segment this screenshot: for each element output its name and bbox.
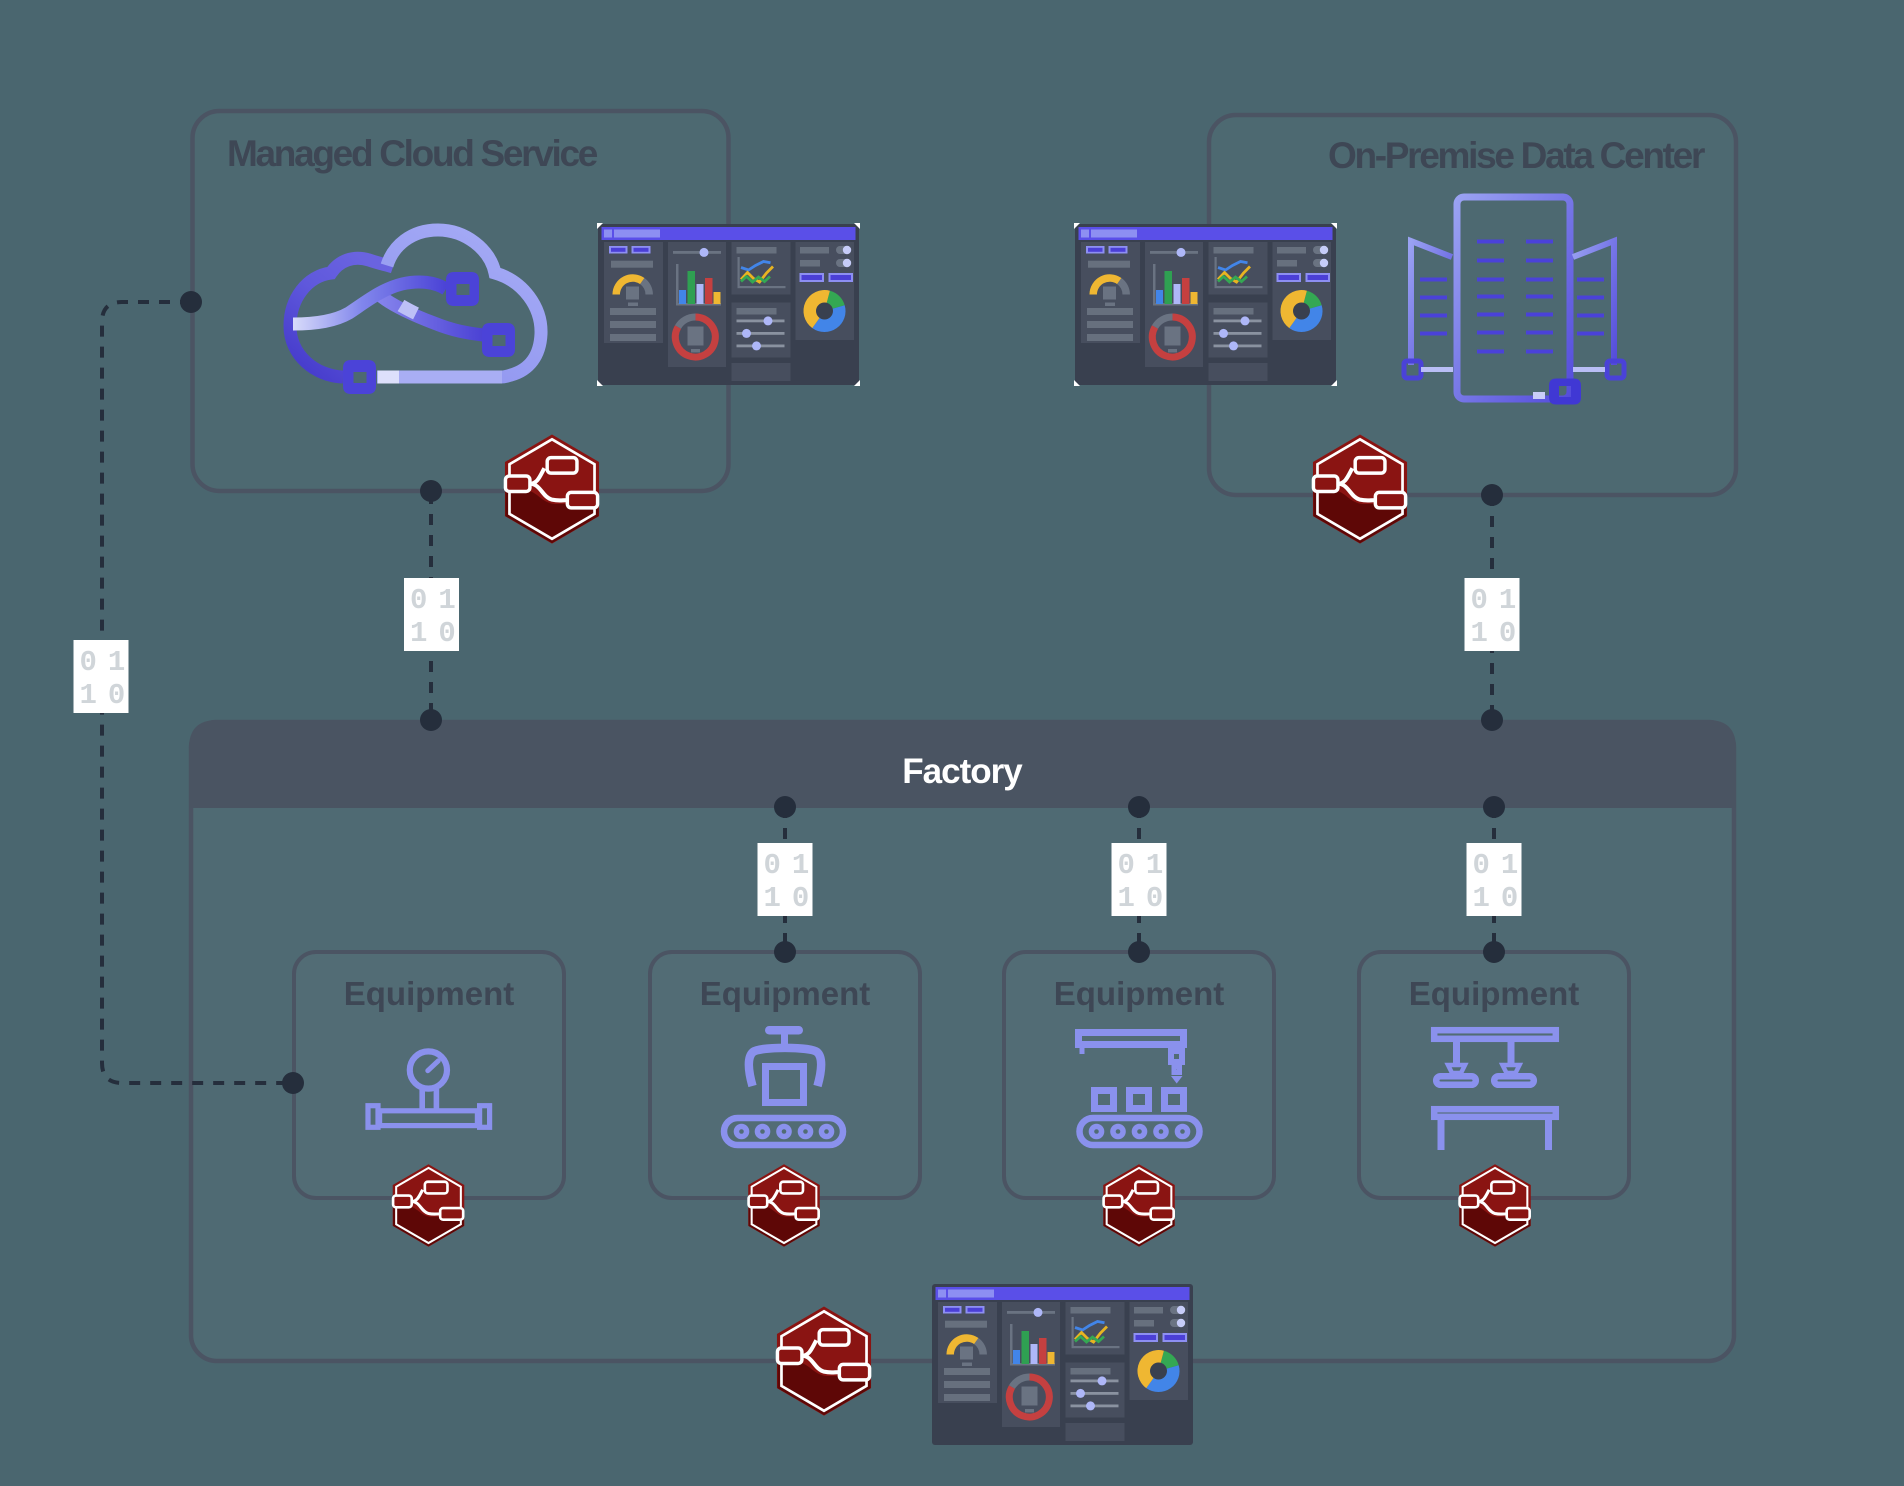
svg-text:Managed Cloud Service: Managed Cloud Service — [227, 133, 598, 174]
svg-text:Equipment: Equipment — [1054, 975, 1225, 1012]
svg-text:On-Premise Data Center: On-Premise Data Center — [1328, 135, 1705, 176]
svg-text:Equipment: Equipment — [700, 975, 871, 1012]
svg-text:Equipment: Equipment — [1409, 975, 1580, 1012]
svg-text:Factory: Factory — [902, 752, 1023, 791]
svg-text:Equipment: Equipment — [344, 975, 515, 1012]
